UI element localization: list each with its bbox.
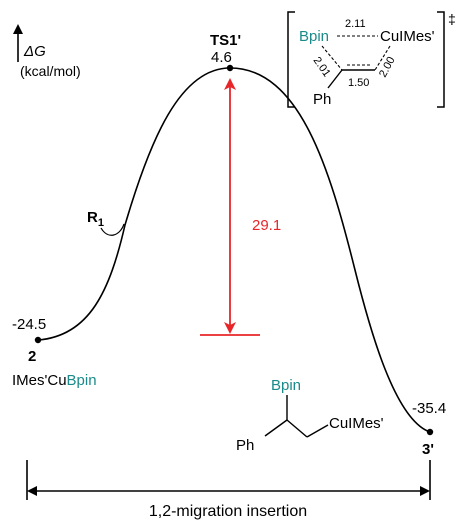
- product-structure: Bpin Ph CuIMes': [236, 377, 384, 454]
- product-bond-c-ph: [264, 419, 288, 437]
- ts-bond-c-ph: [327, 69, 343, 89]
- ts-bracket-right: [437, 11, 445, 108]
- product-label: 3': [422, 441, 434, 458]
- ts-energy: 4.6: [211, 49, 232, 66]
- ts-dist-cu-c: 2.00: [377, 55, 398, 80]
- r1-label: R1: [87, 209, 104, 229]
- barrier-value: 29.1: [252, 217, 281, 234]
- product-cu: CuIMes': [329, 415, 384, 432]
- product-point: [426, 428, 434, 436]
- bottom-label: 1,2-migration insertion: [149, 503, 307, 520]
- reactant-energy: -24.5: [12, 316, 46, 333]
- product-bond-c-c: [286, 419, 308, 438]
- ts-cu: CuIMes': [380, 28, 435, 45]
- ts-dist-b-c: 2.01: [311, 55, 333, 79]
- reaction-curve: [37, 67, 431, 433]
- reactant-point: [34, 336, 42, 344]
- ts-dist-b-cu: 2.11: [345, 18, 366, 30]
- axis-units: (kcal/mol): [20, 63, 81, 79]
- ts-dist-c-c: 1.50: [348, 77, 369, 89]
- reactant-label: 2: [28, 348, 36, 365]
- product-ph: Ph: [236, 437, 254, 454]
- ts-ph: Ph: [313, 91, 331, 108]
- r1-arc: [100, 223, 125, 236]
- ts-label: TS1': [210, 32, 241, 49]
- product-bpin: Bpin: [271, 377, 301, 394]
- reactant-formula: IMes'CuBpin: [12, 372, 97, 389]
- ts-point: [226, 64, 234, 72]
- ts-dagger: ‡: [448, 11, 456, 27]
- r1-letter: R: [87, 209, 98, 226]
- r1-subscript: 1: [98, 217, 104, 229]
- reactant-formula-bpin: Bpin: [67, 372, 97, 389]
- product-energy: -35.4: [412, 400, 446, 417]
- ts-structure: ‡ Bpin CuIMes' 2.11 2.01 2.00 1.50 Ph: [287, 11, 456, 108]
- ts-bracket-left: [287, 11, 295, 108]
- product-bond-c-cu: [306, 424, 329, 438]
- reactant-formula-cu: IMes'Cu: [12, 372, 67, 389]
- axis-symbol: ΔG: [23, 43, 46, 60]
- ts-bpin: Bpin: [299, 28, 329, 45]
- ts-bond-b-c: [321, 45, 343, 71]
